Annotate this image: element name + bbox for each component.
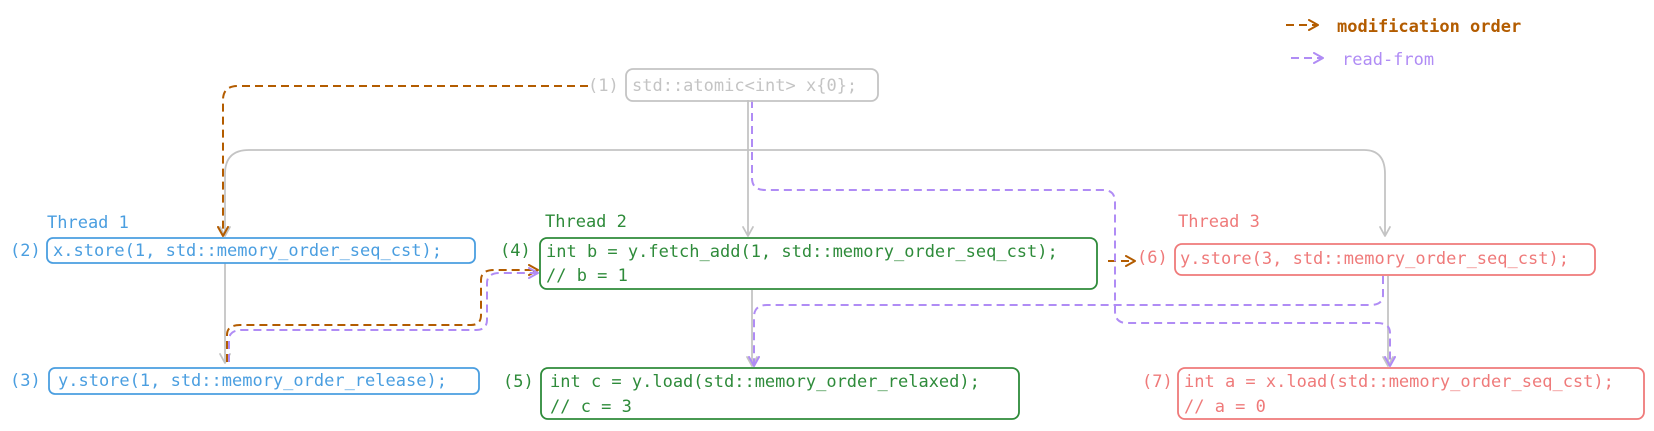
stmt-2-box <box>46 237 476 264</box>
thread1-title: Thread 1 <box>47 213 129 233</box>
stmt-3-number: (3) <box>10 371 41 391</box>
thread2-title: Thread 2 <box>545 212 627 232</box>
read-from-edges <box>228 100 1396 367</box>
thread3-title: Thread 3 <box>1178 212 1260 232</box>
edge-fork-bar <box>224 149 1386 175</box>
stmt-5-code-line2: // c = 3 <box>550 397 632 417</box>
stmt-7-code-line2: // a = 0 <box>1184 397 1266 417</box>
stmt-6-number: (6) <box>1137 248 1168 268</box>
legend-read-from-label: read-from <box>1342 50 1434 70</box>
stmt-6-box <box>1174 243 1596 276</box>
stmt-3-box <box>48 367 480 395</box>
gray-sequencing-edges <box>219 100 1394 367</box>
stmt-5-box <box>540 367 1020 420</box>
stmt-7-code-line1: int a = x.load(std::memory_order_seq_cst… <box>1184 372 1614 392</box>
stmt-init-code: std::atomic<int> x{0}; <box>632 76 857 96</box>
stmt-3: (3) y.store(1, std::memory_order_release… <box>10 367 480 395</box>
stmt-2-number: (2) <box>10 241 41 261</box>
stmt-init: (1) std::atomic<int> x{0}; <box>588 68 879 102</box>
rf-s3-to-s4 <box>228 267 539 362</box>
stmt-4-code-line2: // b = 1 <box>546 266 628 286</box>
stmt-4-box <box>539 237 1098 290</box>
stmt-7-box <box>1177 367 1645 420</box>
stmt-5-code-line1: int c = y.load(std::memory_order_relaxed… <box>550 372 980 392</box>
stmt-init-box <box>625 68 879 102</box>
stmt-5: (5) int c = y.load(std::memory_order_rel… <box>503 367 1020 420</box>
stmt-6-code: y.store(3, std::memory_order_seq_cst); <box>1180 249 1569 269</box>
stmt-4-number: (4) <box>500 241 531 261</box>
stmt-7: (7) int a = x.load(std::memory_order_seq… <box>1142 367 1645 420</box>
legend-modification-label: modification order <box>1337 17 1521 37</box>
mo-init-to-s2 <box>217 85 588 237</box>
modification-order-edges <box>217 85 1136 362</box>
stmt-3-code: y.store(1, std::memory_order_release); <box>58 371 447 391</box>
mo-s3-to-s4 <box>226 264 539 362</box>
rf-init-to-s7 <box>751 100 1396 367</box>
stmt-init-number: (1) <box>588 76 619 96</box>
stmt-2-code: x.store(1, std::memory_order_seq_cst); <box>53 241 442 261</box>
rf-s6-to-s5 <box>748 276 1384 367</box>
stmt-5-number: (5) <box>503 372 534 392</box>
stmt-6: (6) y.store(3, std::memory_order_seq_cst… <box>1137 243 1596 276</box>
stmt-4-code-line1: int b = y.fetch_add(1, std::memory_order… <box>546 242 1058 262</box>
stmt-7-number: (7) <box>1142 372 1173 392</box>
stmt-2: (2) x.store(1, std::memory_order_seq_cst… <box>10 237 476 264</box>
stmt-4: (4) int b = y.fetch_add(1, std::memory_o… <box>500 237 1098 290</box>
legend: modification order read-from <box>1286 17 1521 70</box>
